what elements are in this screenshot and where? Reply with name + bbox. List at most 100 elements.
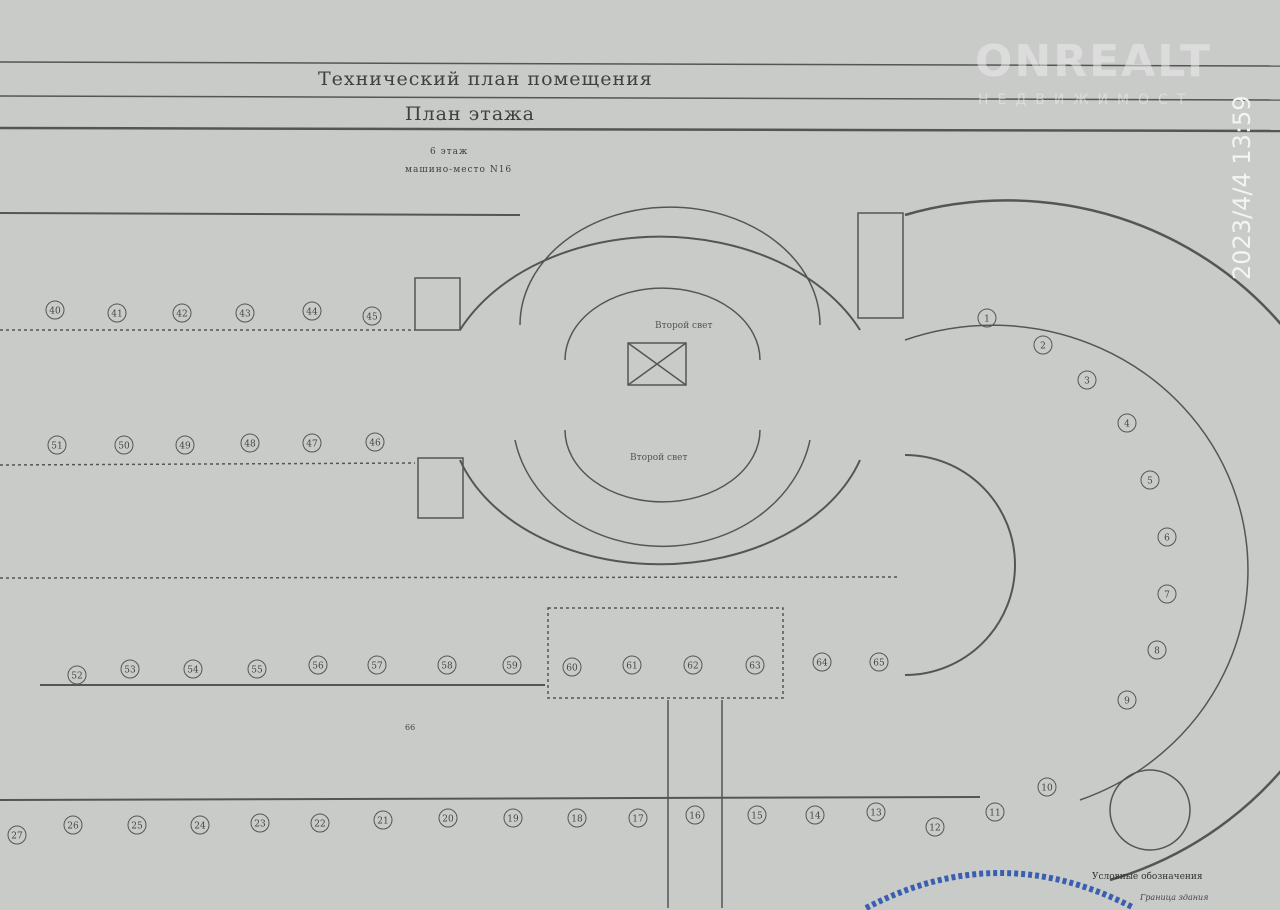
spot-number: 19 (507, 815, 519, 825)
spot-number-circle (63, 815, 83, 835)
parking-spot-48: 48 (240, 433, 260, 453)
parking-spot-59: 59 (502, 655, 522, 675)
parking-spot-3: 3 (1077, 370, 1097, 390)
lower-ramp-inner (564, 429, 761, 503)
parking-spot-27: 27 (7, 825, 27, 845)
parking-spot-65: 65 (869, 652, 889, 672)
frame-line (0, 126, 1280, 133)
spot-block (547, 607, 784, 699)
spot-number: 12 (929, 824, 940, 834)
spot-number-circle (183, 659, 203, 679)
spot-boundary (0, 576, 901, 579)
parking-spot-41: 41 (107, 303, 127, 323)
watermark-tagline: НЕДВИЖИМОСТ (978, 92, 1195, 108)
outer-wall (904, 199, 1280, 882)
spot-number: 50 (118, 442, 130, 452)
spot-number: 21 (377, 817, 388, 827)
parking-spot-58: 58 (437, 655, 457, 675)
spot-number-circle (1157, 527, 1177, 547)
parking-spot-26: 26 (63, 815, 83, 835)
parking-spot-12: 12 (925, 817, 945, 837)
spot-number: 42 (176, 310, 187, 320)
spot-number: 48 (244, 440, 256, 450)
spot-number: 20 (442, 815, 454, 825)
parking-spot-25: 25 (127, 815, 147, 835)
parking-spot-14: 14 (805, 805, 825, 825)
spot-number: 63 (749, 662, 761, 672)
spot-number: 54 (187, 666, 199, 676)
upper-ramp-mid (519, 206, 821, 326)
lower-ramp-mid (514, 439, 811, 548)
parking-spot-50: 50 (114, 435, 134, 455)
document-title: Технический план помещения (318, 68, 653, 90)
spot-number-circle (977, 308, 997, 328)
spot-number: 64 (816, 659, 828, 669)
spot-number: 13 (870, 809, 882, 819)
spot-number-circle (812, 652, 832, 672)
parking-spot-62: 62 (683, 655, 703, 675)
stair-tower (1109, 769, 1191, 851)
spot-number-circle (866, 802, 886, 822)
spot-number: 46 (369, 439, 381, 449)
legend-title: Условные обозначения (1092, 872, 1203, 882)
spot-number: 3 (1084, 377, 1090, 387)
parking-spot-47: 47 (302, 433, 322, 453)
second-light-label: Второй свет (655, 321, 712, 331)
spot-number: 23 (254, 820, 266, 830)
spot-number: 47 (306, 440, 318, 450)
spot-number: 43 (239, 310, 251, 320)
parking-spot-49: 49 (175, 435, 195, 455)
spot-number: 62 (687, 662, 698, 672)
spot-number: 15 (751, 812, 763, 822)
spot-number-circle (1117, 690, 1137, 710)
spot-number: 45 (366, 313, 378, 323)
parking-spot-24: 24 (190, 815, 210, 835)
spot-number: 8 (1154, 647, 1160, 657)
spot-number-circle (175, 435, 195, 455)
spot-number-circle (362, 306, 382, 326)
parking-spot-7: 7 (1157, 584, 1177, 604)
spot-number: 51 (51, 442, 62, 452)
parking-spot-15: 15 (747, 805, 767, 825)
spot-number: 14 (809, 812, 821, 822)
spot-number-circle (365, 432, 385, 452)
parking-spot-23: 23 (250, 813, 270, 833)
parking-spot-17: 17 (628, 808, 648, 828)
parking-spot-19: 19 (503, 808, 523, 828)
parking-spot-16: 16 (685, 805, 705, 825)
spot-number-circle (114, 435, 134, 455)
spot-number-circle (308, 655, 328, 675)
parking-space-label: машино-место N16 (405, 165, 513, 175)
floor-label: 6 этаж (430, 147, 469, 157)
spot-number-circle (1140, 470, 1160, 490)
lower-ramp-outer (459, 459, 861, 566)
spot-number-circle (240, 433, 260, 453)
spot-number-circle (685, 805, 705, 825)
spot-number-circle (1147, 640, 1167, 660)
spot-number-circle (373, 810, 393, 830)
parking-spot-8: 8 (1147, 640, 1167, 660)
document-subtitle: План этажа (405, 103, 535, 125)
spot-number: 60 (566, 664, 578, 674)
spot-number: 61 (626, 662, 637, 672)
spot-number: 18 (571, 815, 583, 825)
spot-number-circle (120, 659, 140, 679)
spot-number: 9 (1124, 697, 1130, 707)
spot-number-circle (745, 655, 765, 675)
spot-number-circle (367, 655, 387, 675)
frame-line (0, 95, 1280, 101)
watermark-brand: ONREALT (975, 36, 1212, 87)
spot-number: 56 (312, 662, 324, 672)
spot-number: 5 (1147, 477, 1153, 487)
spot-number-circle (7, 825, 27, 845)
spot-number: 65 (873, 659, 885, 669)
spot-number: 55 (251, 666, 263, 676)
spot-number-circle (1077, 370, 1097, 390)
spot-number-circle (1033, 335, 1053, 355)
spot-number: 24 (194, 822, 206, 832)
parking-spot-22: 22 (310, 813, 330, 833)
parking-spot-64: 64 (812, 652, 832, 672)
parking-spot-43: 43 (235, 303, 255, 323)
spot-number: 16 (689, 812, 701, 822)
